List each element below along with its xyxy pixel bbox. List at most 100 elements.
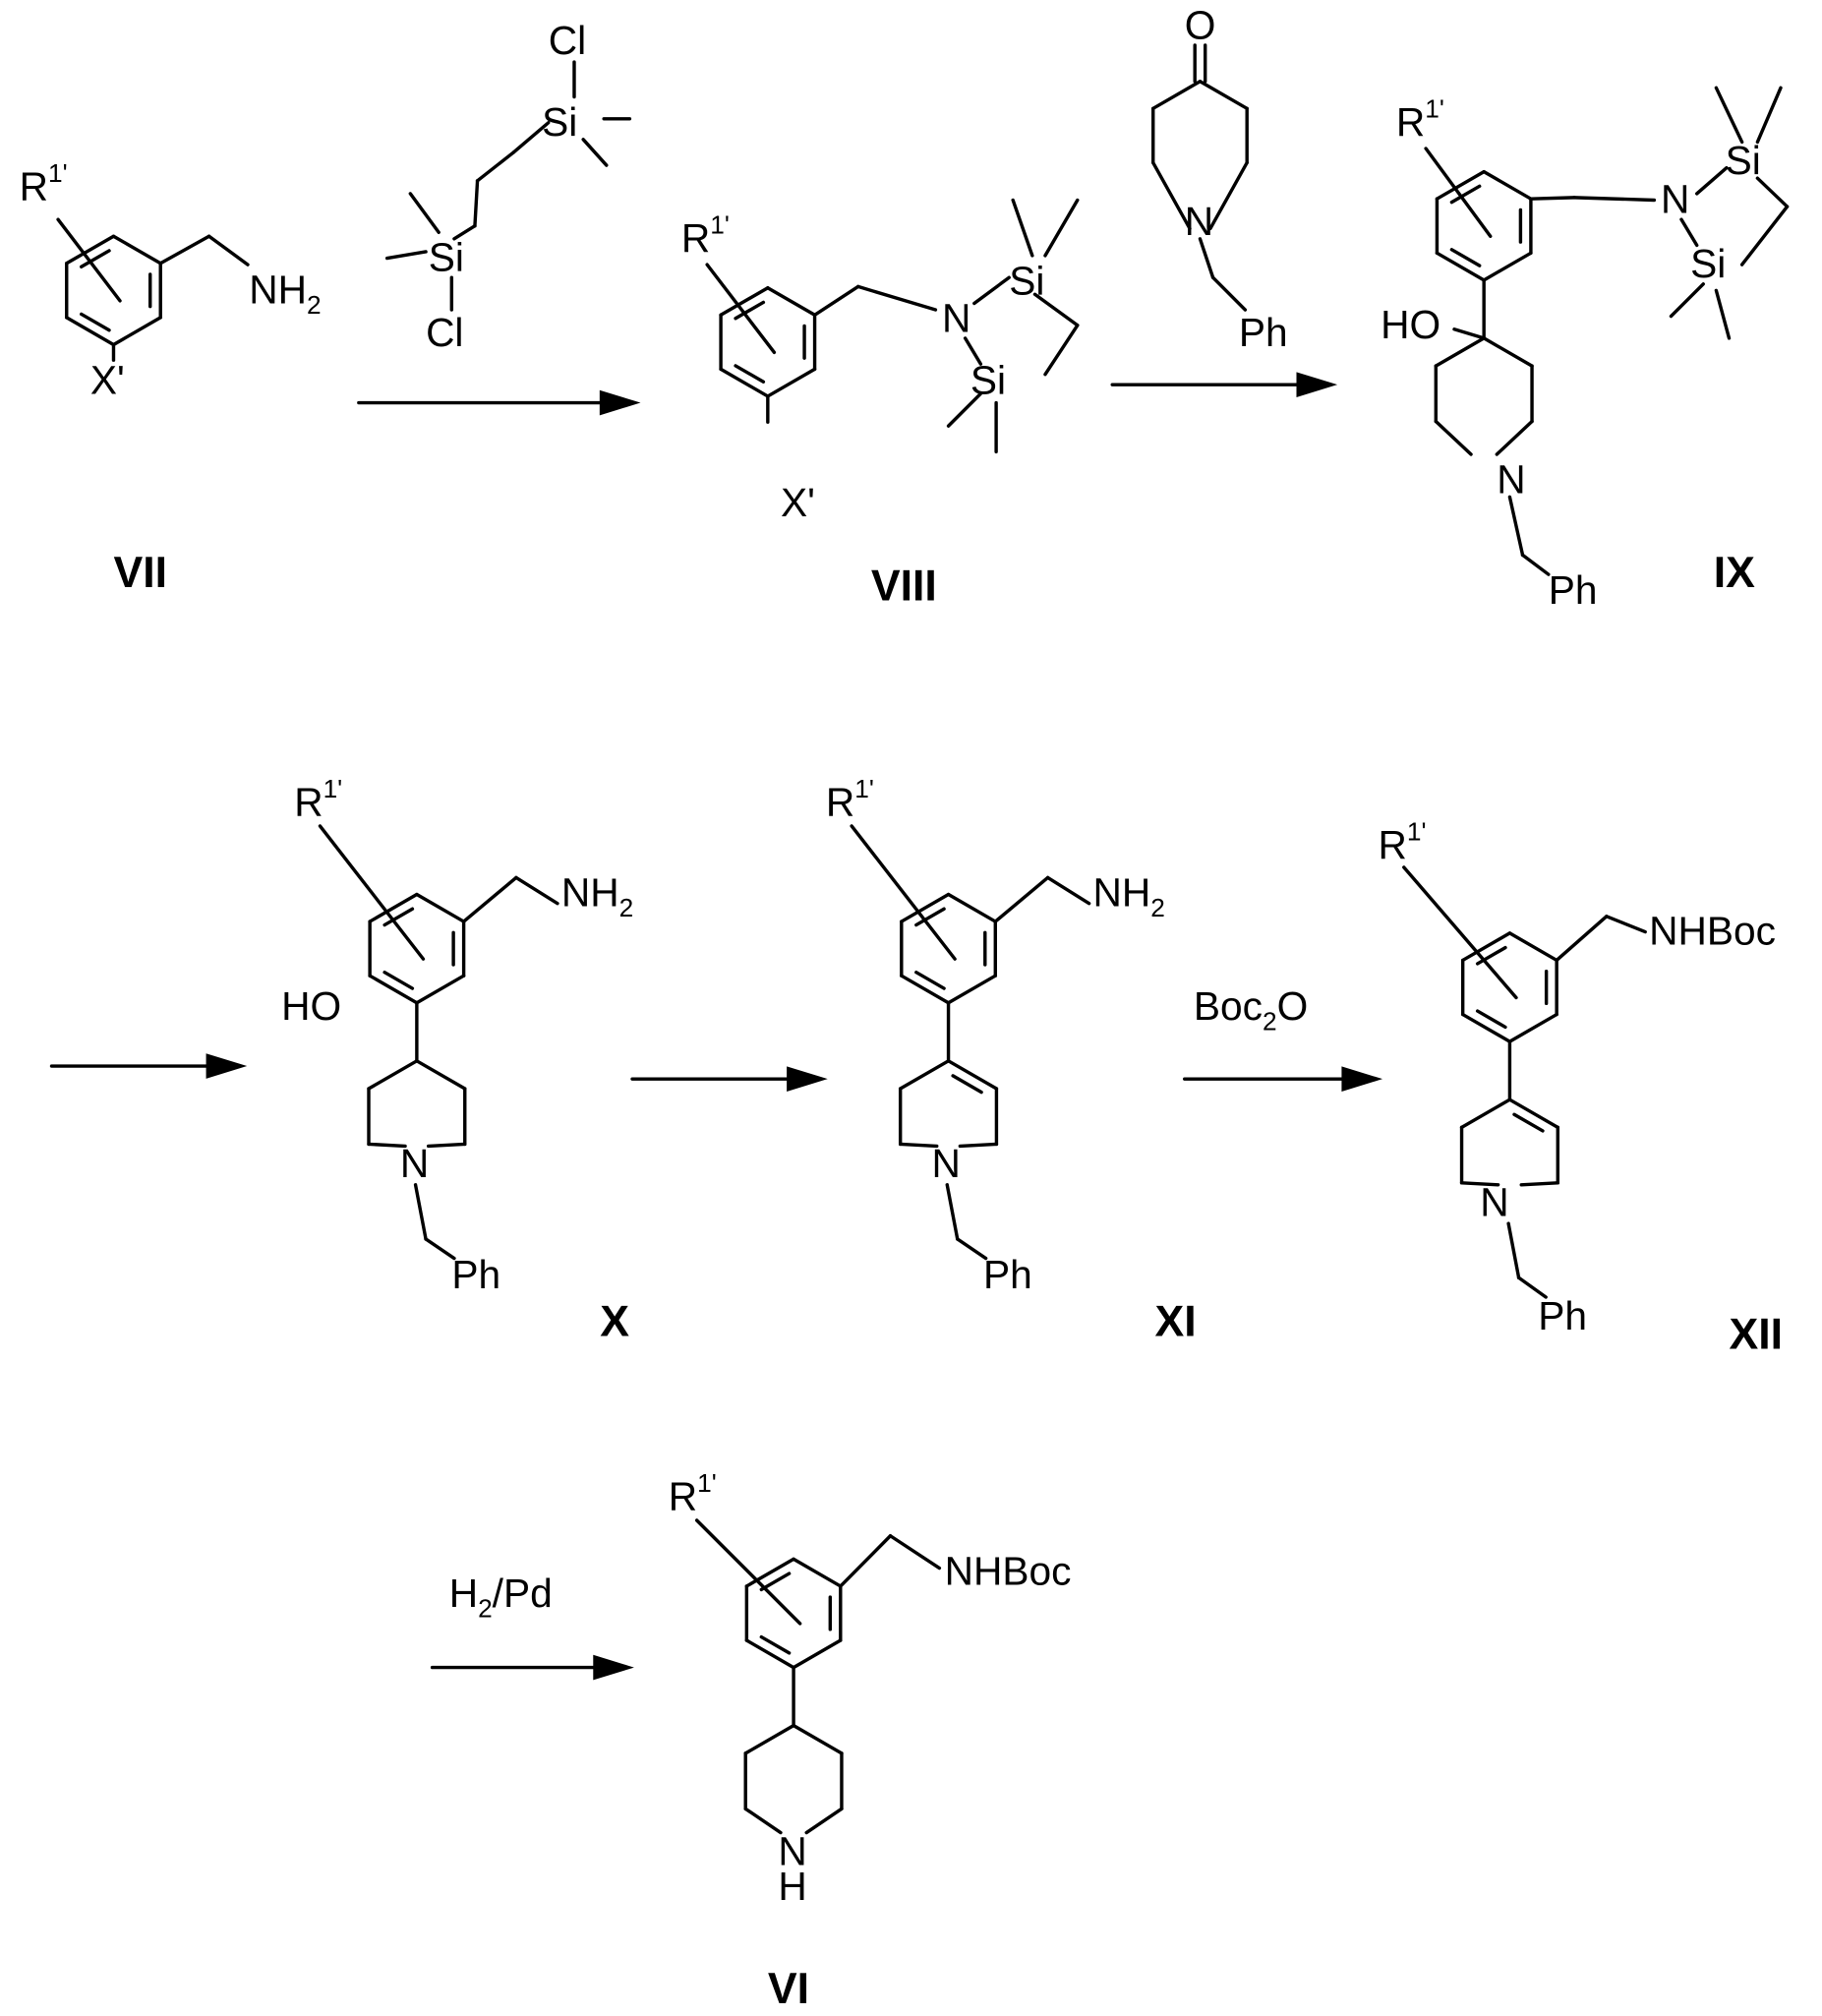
- svg-text:N: N: [1185, 199, 1213, 244]
- ring-bond: [417, 1061, 465, 1089]
- svg-text:Si: Si: [1009, 258, 1044, 303]
- svg-text:R1': R1': [826, 774, 874, 824]
- compound-VIII: R1' N Si Si X' VIII: [681, 210, 1045, 611]
- label-XI: XI: [1155, 1297, 1197, 1345]
- svg-text:N: N: [1480, 1179, 1508, 1224]
- ring-bond: [1484, 253, 1531, 280]
- bond: [1757, 178, 1787, 207]
- svg-text:N: N: [1661, 177, 1689, 222]
- ring-bond: [370, 976, 417, 1003]
- bond: [1757, 88, 1781, 142]
- svg-text:HO: HO: [281, 983, 341, 1029]
- bond: [1671, 284, 1703, 317]
- bond: [1607, 917, 1645, 932]
- ring-bond: [1509, 933, 1557, 961]
- arrow-head: [789, 1069, 822, 1090]
- bond: [1531, 198, 1574, 199]
- svg-text:H: H: [778, 1864, 806, 1909]
- bond: [995, 877, 1047, 921]
- ring-bond: [113, 318, 160, 345]
- svg-text:R1': R1': [681, 210, 730, 261]
- ring-bond: [1463, 933, 1510, 961]
- compound-XI: R1' NH2 N Ph XI: [826, 774, 1197, 1345]
- bond: [958, 1239, 986, 1259]
- bond: [1716, 290, 1729, 338]
- svg-text:N: N: [942, 295, 970, 340]
- bond: [475, 181, 478, 226]
- ring-bond: [902, 976, 949, 1003]
- ring-bond: [1509, 1099, 1558, 1127]
- bond: [387, 252, 426, 259]
- bond: [516, 877, 558, 903]
- svg-text:NH2: NH2: [1093, 869, 1165, 921]
- bond: [947, 1185, 957, 1239]
- svg-text:H2/Pd: H2/Pd: [449, 1571, 553, 1623]
- ring-bond: [768, 288, 815, 316]
- arrow-head: [595, 1657, 628, 1678]
- bond: [891, 1536, 940, 1569]
- svg-text:HO: HO: [1381, 302, 1440, 347]
- bond: [1508, 1223, 1518, 1277]
- ring-bond: [793, 1640, 841, 1668]
- arrow-head: [1343, 1069, 1377, 1090]
- bond: [1045, 200, 1078, 255]
- label-IX: IX: [1714, 549, 1755, 597]
- svg-text:O: O: [1185, 2, 1216, 47]
- svg-text:N: N: [1497, 456, 1525, 502]
- bond: [429, 1144, 465, 1146]
- svg-text:NHBoc: NHBoc: [945, 1549, 1072, 1594]
- svg-text:Si: Si: [1726, 138, 1761, 183]
- bond: [1742, 207, 1788, 265]
- bond: [1210, 162, 1247, 228]
- bond: [1509, 497, 1522, 555]
- svg-text:Si: Si: [429, 235, 464, 280]
- label-XII: XII: [1730, 1310, 1784, 1358]
- ring-bond: [949, 976, 996, 1003]
- svg-text:Ph: Ph: [983, 1252, 1032, 1297]
- ring-bond: [417, 976, 464, 1003]
- svg-text:Si: Si: [970, 357, 1006, 402]
- bond: [815, 286, 858, 315]
- svg-text:NH2: NH2: [249, 267, 321, 319]
- ring-bond: [67, 318, 114, 345]
- r-substituent-bond: [852, 826, 955, 959]
- r-substituent-bond: [707, 265, 774, 352]
- ring-bond: [113, 236, 160, 264]
- bond: [1454, 329, 1484, 338]
- bond: [1697, 168, 1727, 194]
- bond: [426, 1239, 454, 1259]
- r-substituent-bond: [320, 826, 423, 959]
- svg-text:R1': R1': [294, 774, 342, 824]
- compound-VII: R1' NH2 X' VII: [20, 158, 322, 597]
- ring-bond: [1463, 1015, 1510, 1042]
- ring-bond: [793, 1559, 841, 1586]
- bond: [1213, 277, 1246, 310]
- label-VI: VI: [768, 1965, 809, 2013]
- bond: [745, 1808, 781, 1832]
- ring-bond: [793, 1726, 842, 1753]
- label-X: X: [600, 1297, 629, 1345]
- svg-text:R1': R1': [669, 1468, 717, 1518]
- svg-text:X': X': [781, 480, 815, 525]
- bond: [160, 236, 208, 264]
- svg-text:N: N: [400, 1141, 429, 1186]
- reagent-boc2o: Boc2O: [1194, 983, 1308, 1036]
- svg-text:Si: Si: [542, 99, 577, 145]
- ring-bond: [721, 369, 768, 396]
- bond: [1200, 239, 1212, 277]
- bond: [858, 286, 936, 310]
- svg-text:N: N: [931, 1141, 960, 1186]
- svg-text:Si: Si: [1690, 241, 1726, 286]
- ring-bond: [417, 895, 464, 922]
- ring-bond: [746, 1559, 793, 1586]
- compound-XII: R1' NHBoc N Ph XII: [1379, 816, 1783, 1358]
- ring-bond: [1200, 82, 1247, 109]
- label-VII: VII: [113, 549, 167, 597]
- ring-bond: [949, 895, 996, 922]
- bond: [583, 140, 607, 165]
- label-VIII: VIII: [871, 562, 937, 610]
- svg-text:R1': R1': [1379, 816, 1427, 866]
- svg-text:Ph: Ph: [1538, 1293, 1587, 1338]
- ring-bond: [746, 1640, 793, 1668]
- bond: [960, 1144, 996, 1146]
